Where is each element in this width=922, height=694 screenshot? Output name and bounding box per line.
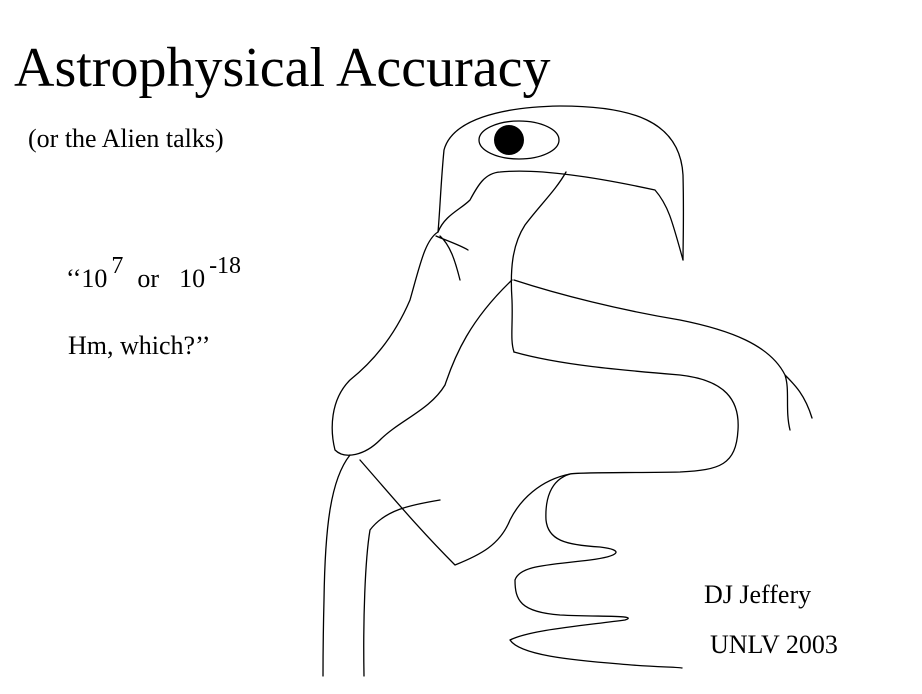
alien-eye-outline xyxy=(478,120,560,160)
author-affiliation: UNLV 2003 xyxy=(710,630,838,659)
alien-eye-pupil xyxy=(494,125,524,155)
alien-quote-line-2: Hm, which?’’ xyxy=(68,331,211,360)
slide-title: Astrophysical Accuracy xyxy=(14,37,551,99)
quote-base-2: 10 xyxy=(179,264,206,293)
quote-open-marks: ‘‘ xyxy=(66,264,82,293)
alien-torso xyxy=(509,351,739,669)
quote-exponent-1: 7 xyxy=(111,253,124,279)
alien-neck-whiskers xyxy=(435,235,469,281)
quote-base-1: 10 xyxy=(81,264,108,293)
alien-inner-body xyxy=(359,459,571,677)
alien-right-arm xyxy=(513,279,813,431)
quote-connector: or xyxy=(137,264,160,293)
alien-face-contour xyxy=(510,171,567,353)
slide-subtitle: (or the Alien talks) xyxy=(28,124,224,153)
alien-brow-line xyxy=(437,170,684,261)
alien-left-body xyxy=(322,454,351,677)
alien-head-outline xyxy=(437,105,685,261)
alien-upper-arm xyxy=(331,231,513,456)
author-name: DJ Jeffery xyxy=(704,580,812,609)
quote-exponent-2: -18 xyxy=(209,253,242,279)
